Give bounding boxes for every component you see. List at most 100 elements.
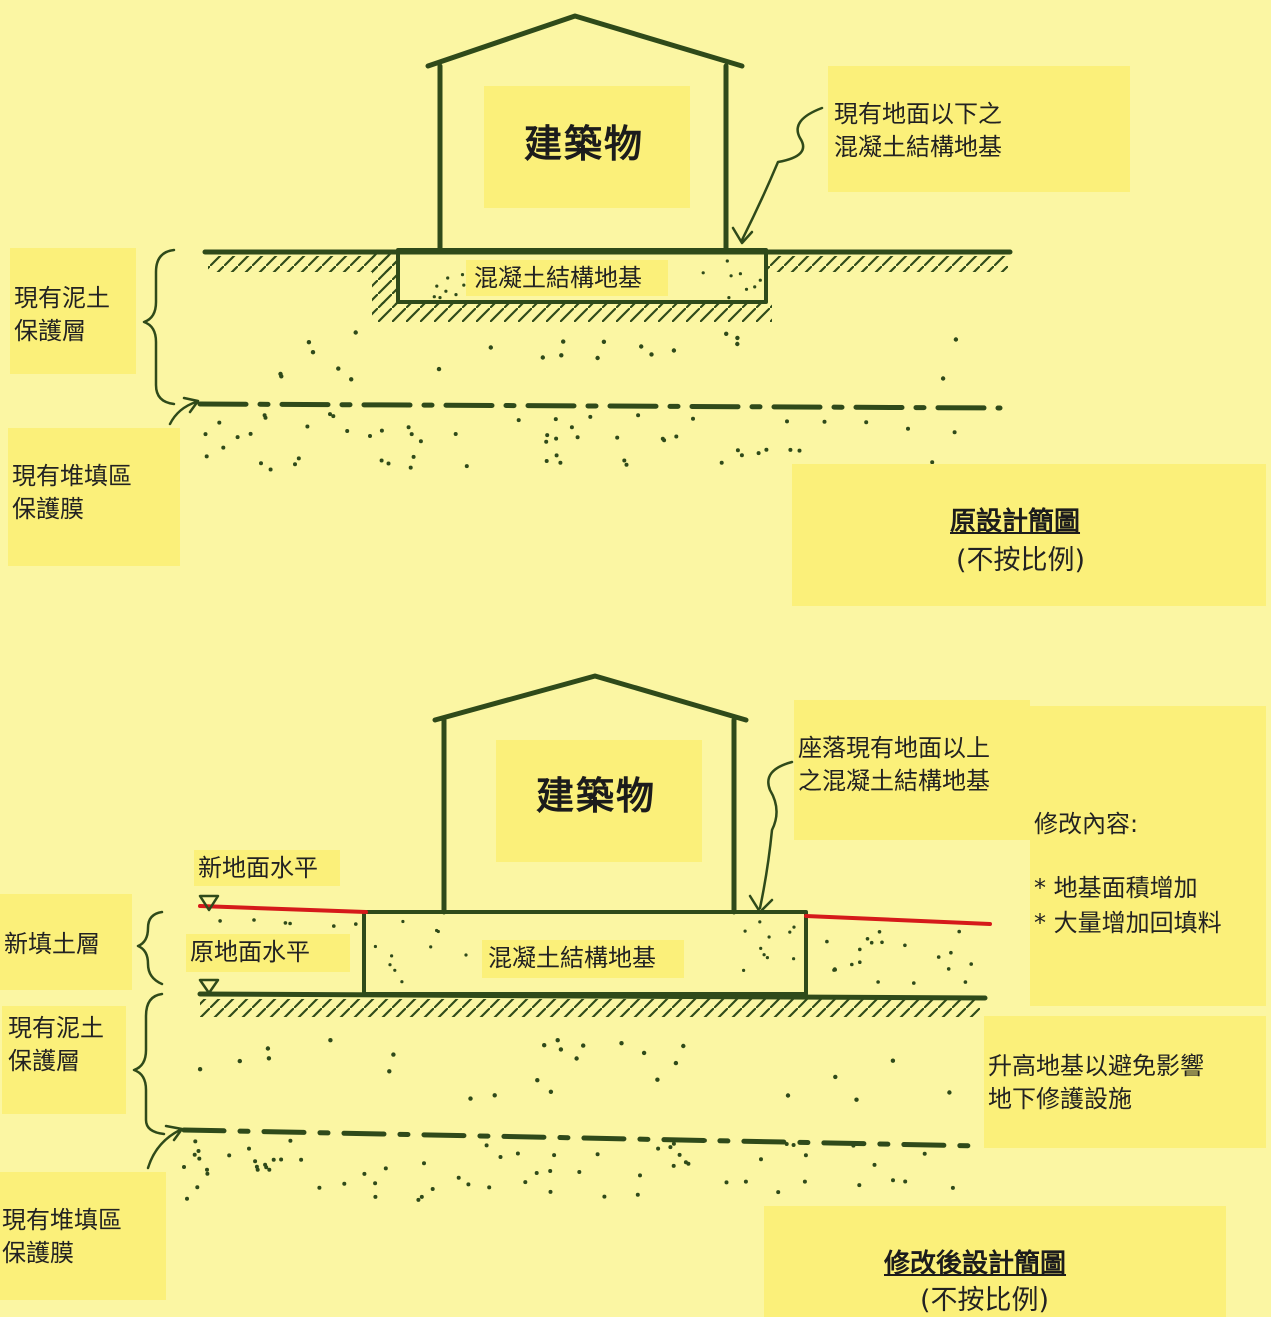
soil-speckle xyxy=(387,1069,392,1074)
modified-callout-line-2: 之混凝土結構地基 xyxy=(798,767,990,795)
change-item-2: * 大量增加回填料 xyxy=(1034,909,1222,937)
soil-speckle xyxy=(877,930,882,934)
soil-speckle xyxy=(735,448,740,453)
soil-speckle xyxy=(869,940,874,945)
soil-speckle xyxy=(345,429,350,433)
soil-speckle xyxy=(353,330,358,335)
soil-speckle xyxy=(408,465,413,470)
soil-speckle xyxy=(719,460,724,465)
soil-speckle xyxy=(762,953,766,957)
soil-speckle xyxy=(957,929,961,934)
soil-speckle xyxy=(743,929,747,933)
original-hatch-right xyxy=(768,256,1008,272)
soil-speckle xyxy=(615,435,620,440)
soil-speckle xyxy=(825,939,829,944)
original-building-outline xyxy=(425,13,745,251)
soil-speckle xyxy=(268,467,273,472)
original-design-drawing xyxy=(142,13,1013,426)
soil-speckle xyxy=(785,419,789,424)
new-ground-level-line-right xyxy=(804,914,992,926)
soil-speckle xyxy=(328,412,332,417)
new-ground-level-line-left xyxy=(198,904,368,914)
soil-speckle xyxy=(906,426,910,431)
soil-speckle xyxy=(535,1078,540,1083)
soil-speckle xyxy=(523,1180,528,1185)
modified-membrane-note xyxy=(0,1172,166,1300)
original-building-label: 建築物 xyxy=(524,122,645,166)
soil-speckle xyxy=(460,273,465,277)
soil-speckle xyxy=(555,1038,560,1043)
soil-speckle xyxy=(725,259,729,263)
soil-speckle xyxy=(554,453,559,458)
soil-speckle xyxy=(635,1192,640,1197)
soil-speckle xyxy=(724,331,729,336)
original-subtitle: (不按比例) xyxy=(956,545,1086,576)
modified-design-drawing xyxy=(132,673,992,1170)
soil-speckle xyxy=(391,1052,396,1057)
original-callout-line-2: 混凝土結構地基 xyxy=(834,133,1002,161)
soil-speckle xyxy=(253,1159,258,1164)
soil-speckle xyxy=(279,374,284,379)
original-callout-line-1: 現有地面以下之 xyxy=(834,100,1002,128)
soil-speckle xyxy=(305,424,310,429)
soil-speckle xyxy=(619,1041,624,1046)
soil-speckle xyxy=(880,940,884,945)
soil-speckle xyxy=(936,955,941,959)
modified-building-outline xyxy=(432,673,749,915)
soil-speckle xyxy=(195,1185,200,1190)
soil-speckle xyxy=(903,943,907,948)
soil-speckle xyxy=(553,417,558,422)
soil-speckle xyxy=(411,454,416,459)
soil-speckle xyxy=(792,925,796,929)
soil-speckle xyxy=(379,458,384,463)
soil-speckle xyxy=(656,1146,661,1151)
soil-speckle xyxy=(702,1138,707,1143)
soil-speckle xyxy=(876,980,880,984)
soil-speckle xyxy=(429,945,433,949)
soil-speckle xyxy=(488,345,493,350)
soil-speckle xyxy=(638,1173,642,1178)
soil-speckle xyxy=(227,1153,232,1158)
soil-speckle xyxy=(379,428,384,433)
soil-speckle xyxy=(331,414,336,419)
soil-speckle xyxy=(850,962,854,967)
soil-speckle xyxy=(401,919,405,924)
soil-speckle xyxy=(758,278,762,282)
soil-speckle xyxy=(288,1138,293,1143)
soil-speckle xyxy=(785,1093,791,1098)
soil-speckle xyxy=(288,921,292,926)
modified-foundation-note xyxy=(482,940,684,978)
new-ground-level-marker xyxy=(198,894,220,912)
soil-speckle xyxy=(788,447,793,452)
modified-hatch xyxy=(200,999,980,1017)
raise-reason-line-2: 地下修護設施 xyxy=(988,1085,1132,1113)
soil-speckle xyxy=(438,296,442,300)
soil-speckle xyxy=(949,950,953,955)
soil-speckle xyxy=(466,1182,471,1187)
soil-speckle xyxy=(498,1155,503,1159)
soil-speckle xyxy=(947,1090,952,1095)
soil-speckle xyxy=(419,1194,424,1199)
soil-speckle xyxy=(362,1171,367,1176)
modified-foundation-label: 混凝土結構地基 xyxy=(488,944,656,972)
soil-speckle xyxy=(891,1178,895,1183)
soil-speckle xyxy=(727,296,731,300)
soil-speckle xyxy=(197,1156,202,1161)
soil-speckle xyxy=(858,960,862,964)
original-soil-label-2: 保護層 xyxy=(14,317,86,345)
soil-speckle xyxy=(310,350,316,355)
soil-speckle xyxy=(368,434,372,438)
soil-speckle xyxy=(416,1197,421,1202)
soil-speckle xyxy=(729,274,733,278)
soil-speckle xyxy=(668,1145,673,1150)
soil-speckle xyxy=(204,454,209,459)
soil-speckle xyxy=(548,1089,554,1095)
modified-subtitle: (不按比例) xyxy=(920,1285,1050,1316)
soil-speckle xyxy=(349,377,354,382)
soil-speckle xyxy=(217,420,222,425)
soil-speckle xyxy=(436,366,442,372)
soil-speckle xyxy=(182,1165,186,1169)
soil-speckle xyxy=(248,431,253,436)
soil-speckle xyxy=(185,1196,189,1201)
raise-reason-note xyxy=(984,1016,1266,1148)
